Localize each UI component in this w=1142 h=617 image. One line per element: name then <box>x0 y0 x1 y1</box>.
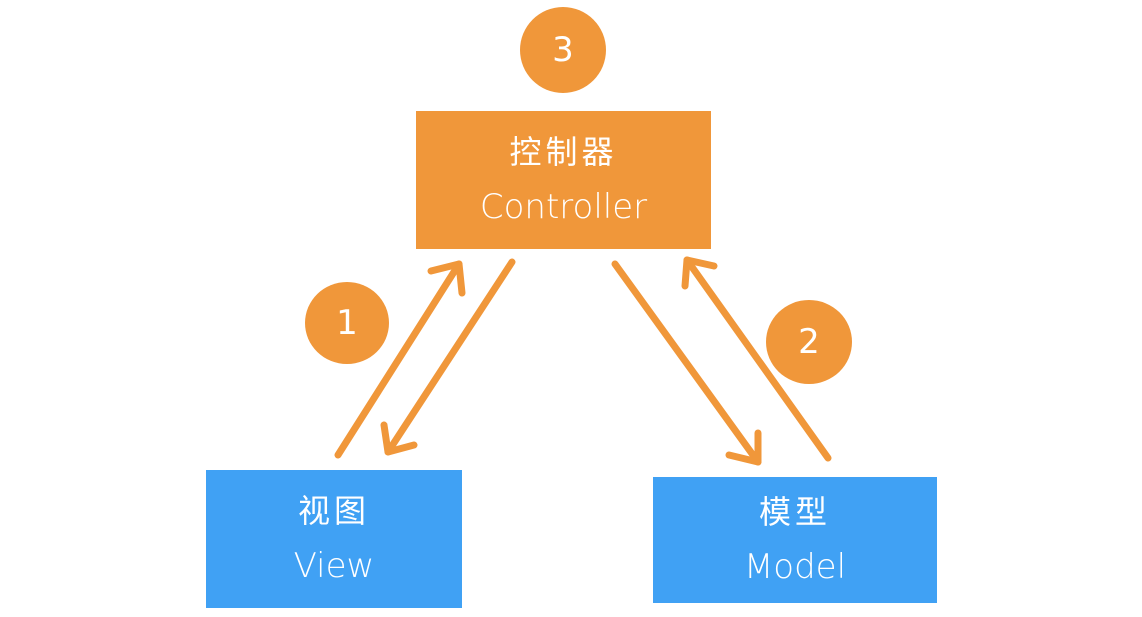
arrow-view-to-controller <box>334 260 466 459</box>
view-box: 视图 View <box>206 470 462 608</box>
step-badge-3: 3 <box>520 7 606 93</box>
controller-box: 控制器 Controller <box>416 111 711 249</box>
arrow-model-to-controller <box>681 256 832 462</box>
view-title-zh: 视图 <box>297 492 370 530</box>
arrow-controller-to-view <box>380 258 516 456</box>
arrow-controller-to-model <box>611 260 762 466</box>
model-box: 模型 Model <box>653 477 937 603</box>
view-title-en: View <box>293 546 375 586</box>
model-title-zh: 模型 <box>758 493 831 531</box>
step-badge-2: 2 <box>766 300 852 384</box>
controller-title-en: Controller <box>479 187 648 227</box>
model-title-en: Model <box>743 547 847 587</box>
step-badge-1: 1 <box>305 282 389 364</box>
controller-title-zh: 控制器 <box>509 133 618 171</box>
